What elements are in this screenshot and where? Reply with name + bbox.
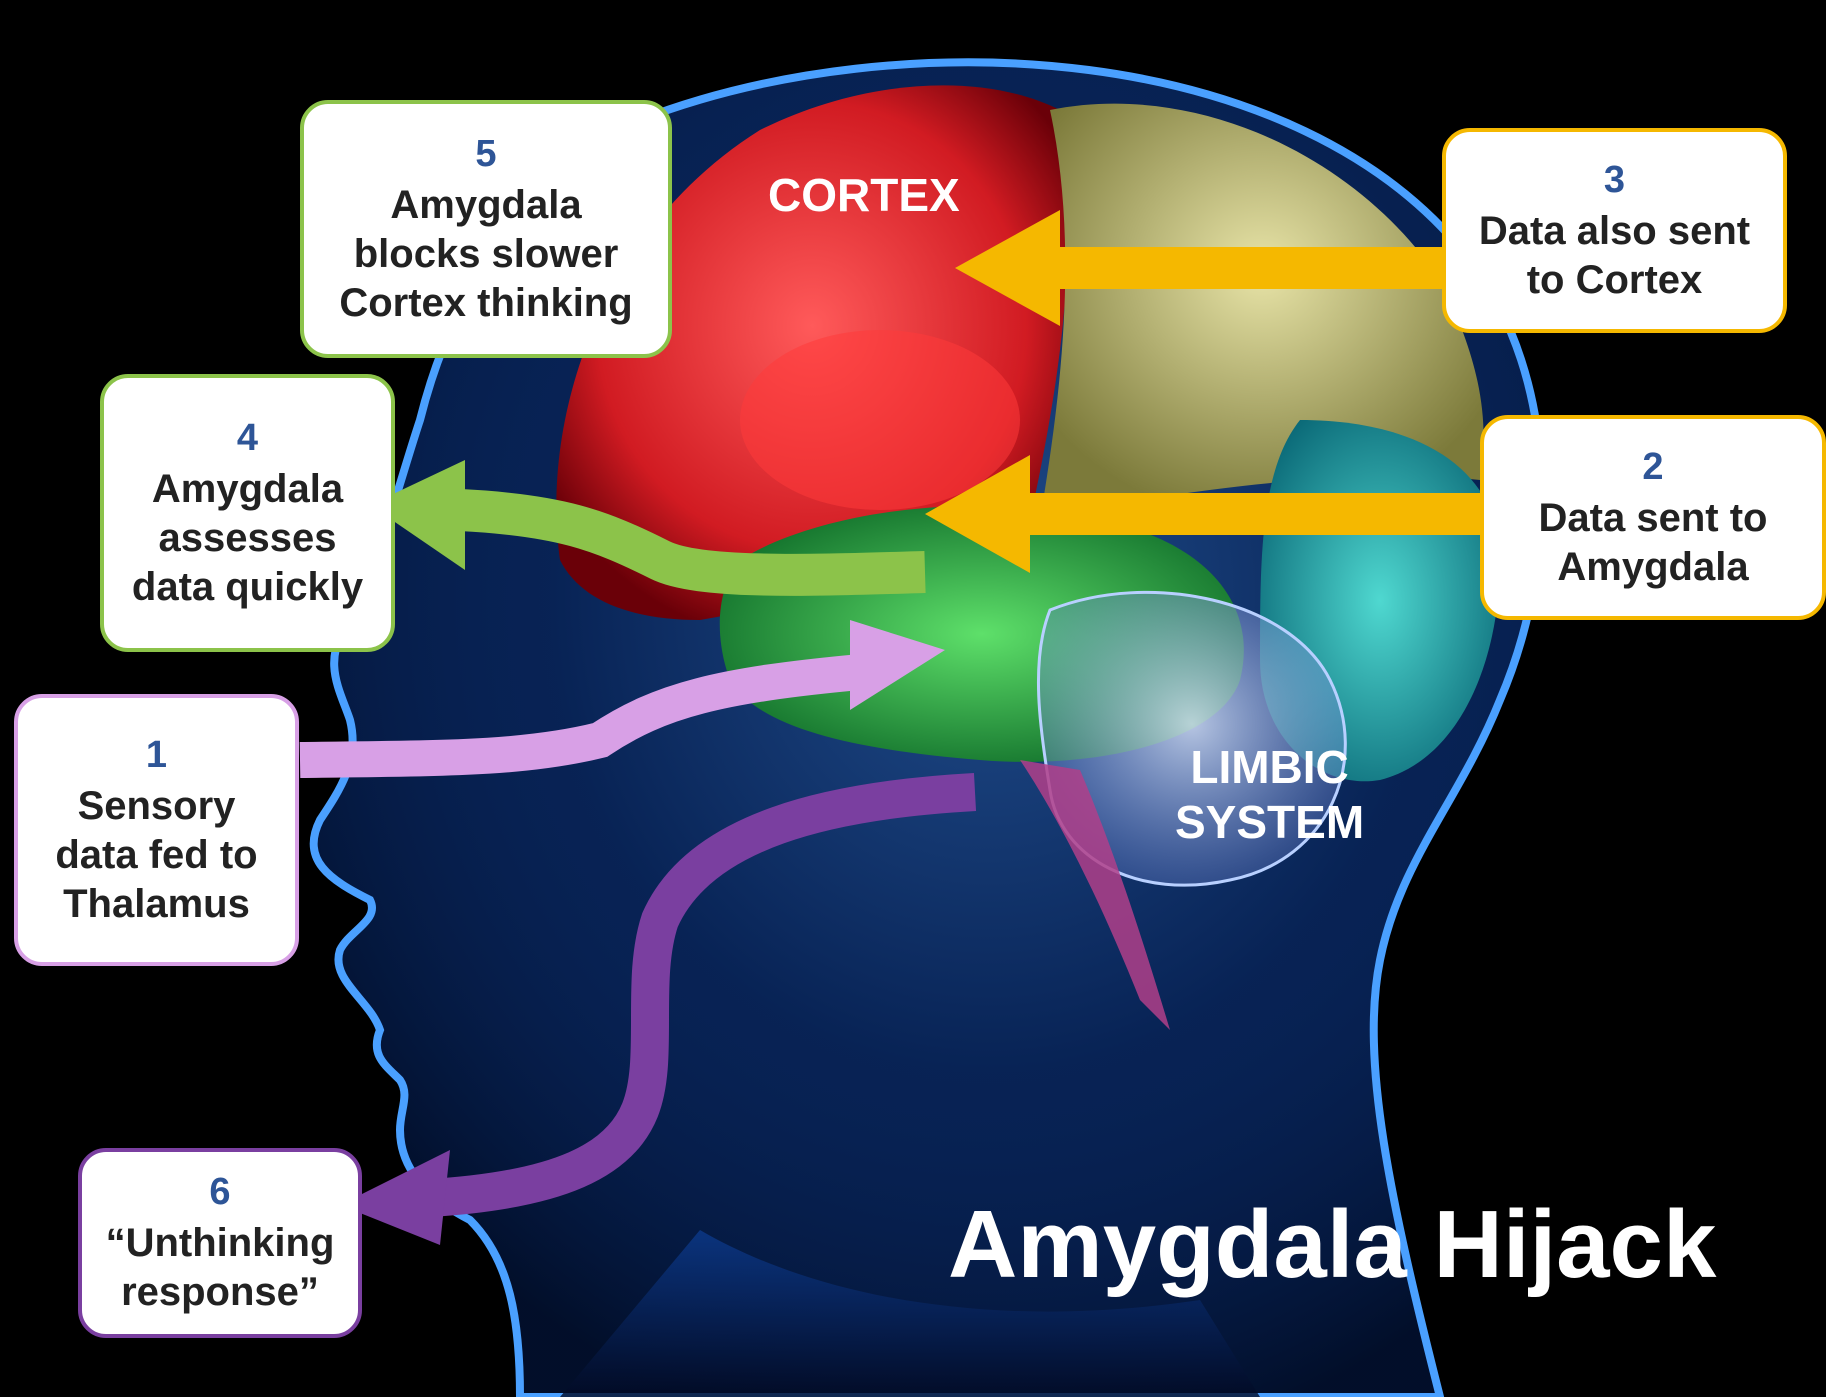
- step-1-text: Sensory data fed to Thalamus: [55, 782, 257, 928]
- cortex-label: CORTEX: [768, 168, 960, 223]
- diagram-title: Amygdala Hijack: [948, 1190, 1716, 1300]
- step-6-box: 6 “Unthinking response”: [78, 1148, 362, 1338]
- step-5-box: 5 Amygdala blocks slower Cortex thinking: [300, 100, 672, 358]
- limbic-system-label: LIMBIC SYSTEM: [1175, 740, 1364, 850]
- step-3-number: 3: [1604, 157, 1625, 203]
- step-1-number: 1: [146, 732, 167, 778]
- step-2-text: Data sent to Amygdala: [1539, 494, 1768, 592]
- step-4-text: Amygdala assesses data quickly: [132, 465, 363, 611]
- step-6-number: 6: [209, 1169, 230, 1215]
- step-2-box: 2 Data sent to Amygdala: [1480, 415, 1826, 620]
- step-2-number: 2: [1642, 444, 1663, 490]
- step-4-box: 4 Amygdala assesses data quickly: [100, 374, 395, 652]
- step-6-text: “Unthinking response”: [106, 1219, 335, 1317]
- step-5-number: 5: [475, 131, 496, 177]
- step-4-number: 4: [237, 415, 258, 461]
- step-3-text: Data also sent to Cortex: [1479, 207, 1750, 305]
- inner-cortex-glow: [740, 330, 1020, 510]
- step-1-box: 1 Sensory data fed to Thalamus: [14, 694, 299, 966]
- step-5-text: Amygdala blocks slower Cortex thinking: [339, 181, 632, 327]
- step-3-box: 3 Data also sent to Cortex: [1442, 128, 1787, 333]
